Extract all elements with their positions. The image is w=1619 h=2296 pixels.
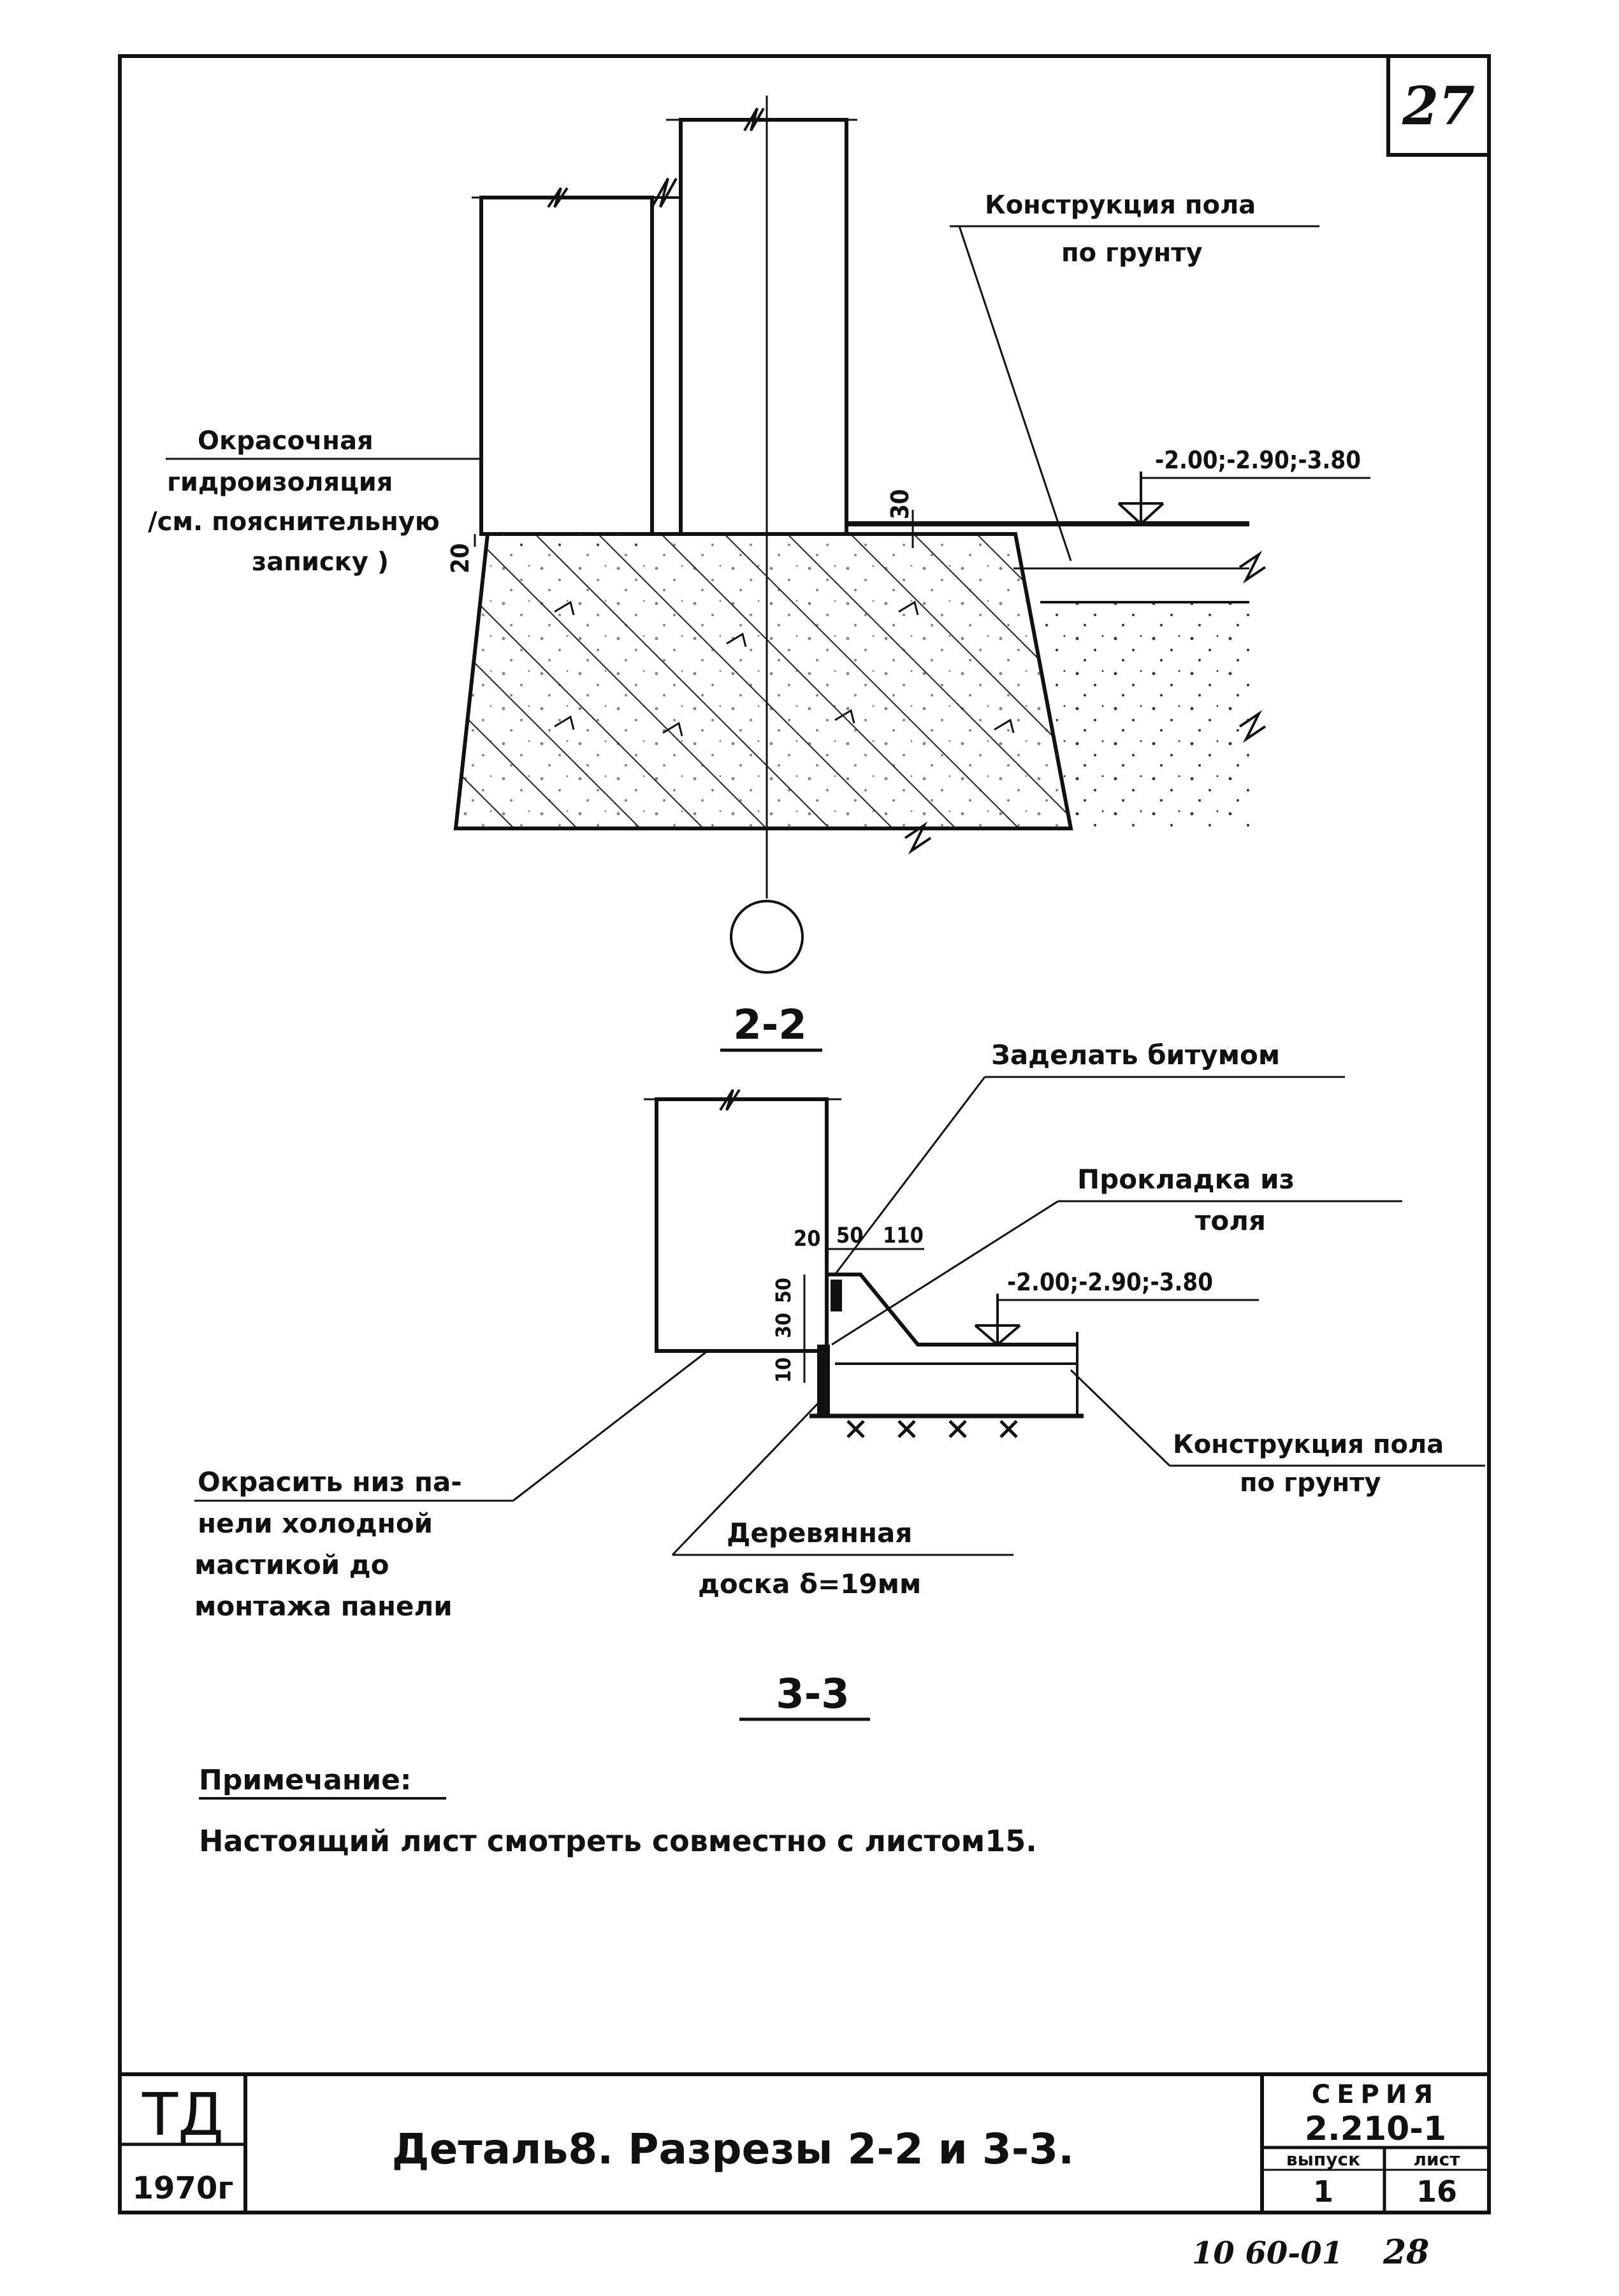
drawing-title: Деталь8. Разрезы 2-2 и 3-3. — [392, 2125, 1074, 2174]
note-block: Примечание: Настоящий лист смотреть совм… — [199, 1764, 1037, 1858]
soil-fill — [1040, 602, 1249, 828]
issue-label: выпуск — [1286, 2149, 1360, 2170]
note-heading: Примечание: — [199, 1764, 412, 1796]
dim-vert-2: 30 — [771, 1313, 795, 1338]
dim-50-3-3: 50 — [836, 1223, 864, 1248]
wall-panel — [479, 196, 654, 536]
year: 1970г — [133, 2170, 234, 2206]
dim-20-left: 20 — [446, 543, 474, 574]
level-2-2: -2.00;-2.90;-3.80 — [1155, 446, 1361, 474]
paint-label-3: мастикой до — [194, 1549, 389, 1580]
series-value: 2.210-1 — [1305, 2110, 1446, 2148]
bitumen-label: Заделать битумом — [991, 1039, 1280, 1071]
column — [679, 118, 848, 536]
dim-vert-3: 10 — [771, 1357, 795, 1383]
dim-110-3-3: 110 — [883, 1223, 924, 1248]
gasket-sublabel: толя — [1195, 1205, 1266, 1236]
sheet-number: 27 — [1402, 76, 1475, 137]
board-label: Деревянная — [727, 1517, 912, 1549]
paint-label-2: нели холодной — [198, 1508, 433, 1539]
note-text: Настоящий лист смотреть совместно с лист… — [199, 1824, 1037, 1858]
archive-page: 28 — [1383, 2233, 1429, 2272]
dim-30: 30 — [886, 489, 914, 519]
sheet-number-box: 27 — [1386, 54, 1491, 157]
level-marker-2-2: -2.00;-2.90;-3.80 — [1117, 446, 1370, 526]
paint-label-4: монтажа панели — [194, 1591, 453, 1622]
sheet-value: 16 — [1416, 2174, 1457, 2209]
board-sublabel: доска δ=19мм — [698, 1568, 921, 1599]
paint-label-1: Окрасить низ па- — [198, 1466, 462, 1498]
dim-vert-1: 50 — [771, 1278, 795, 1303]
floor-construction-label-2-2: Конструкция пола — [985, 191, 1256, 220]
sheet-label: лист — [1414, 2149, 1461, 2170]
section-title-3-3: 3-3 — [776, 1671, 850, 1718]
level-marker-3-3: -2.00;-2.90;-3.80 — [974, 1268, 1259, 1347]
archive-code: 10 60-01 — [1192, 2235, 1343, 2271]
section-title-2-2: 2-2 — [733, 1002, 807, 1049]
floor-construction-sublabel-2-2: по грунту — [1061, 238, 1203, 268]
section-3-3-drawing: 20 50 110 50 30 10 -2.00;-2.90;-3.80 Зад… — [194, 1039, 1485, 1721]
waterproofing-label: Окрасочная — [198, 426, 374, 456]
level-3-3: -2.00;-2.90;-3.80 — [1007, 1268, 1213, 1296]
sheet-frame — [118, 54, 1491, 2214]
section-2-2-drawing: 20 30 -2.00;-2.90;-3.80 Конструкция пола… — [148, 96, 1370, 1052]
waterproofing-label-2: гидроизоляция — [167, 468, 393, 497]
floor-construction-sublabel-3-3: по грунту — [1240, 1468, 1381, 1498]
waterproofing-label-4: записку ) — [252, 547, 389, 577]
floor-construction-label-3-3: Конструкция пола — [1173, 1430, 1444, 1459]
panel-3-3 — [655, 1097, 829, 1353]
axis-marker — [730, 900, 804, 974]
series-label: СЕРИЯ — [1312, 2080, 1439, 2109]
logo: ТД — [142, 2081, 224, 2149]
dim-20-3-3: 20 — [794, 1226, 821, 1252]
issue-value: 1 — [1313, 2174, 1333, 2209]
gasket-label: Прокладка из — [1077, 1164, 1295, 1195]
title-block: ТД 1970г Деталь8. Разрезы 2-2 и 3-3. СЕР… — [120, 2072, 1489, 2213]
waterproofing-label-3: /см. пояснительную — [148, 507, 440, 537]
